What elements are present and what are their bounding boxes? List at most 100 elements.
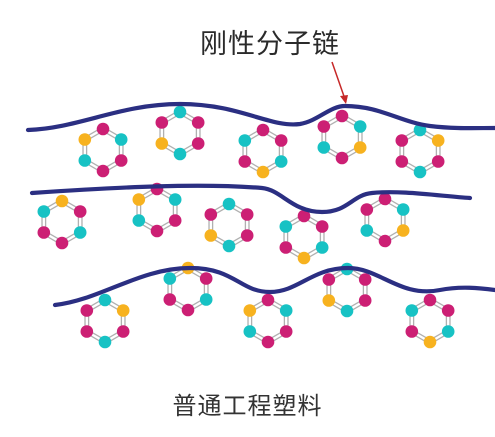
atom-magenta: [96, 122, 110, 136]
atom-cyan: [132, 214, 146, 227]
atom-orange: [396, 224, 410, 237]
benzene-ring: [132, 182, 182, 238]
atom-cyan: [340, 304, 354, 318]
atom-cyan: [78, 154, 92, 167]
atom-magenta: [114, 154, 128, 167]
rigid-chain-label: 刚性分子链: [200, 29, 340, 60]
benzene-ring: [37, 194, 87, 250]
atom-cyan: [396, 203, 410, 216]
atom-orange: [353, 141, 367, 154]
atom-cyan: [405, 304, 419, 317]
atom-magenta: [191, 137, 205, 150]
atom-magenta: [256, 123, 270, 137]
benzene-ring: [80, 293, 130, 349]
benzene-ring: [322, 262, 372, 318]
benzene-ring: [155, 105, 205, 161]
atom-cyan: [243, 325, 257, 338]
atom-cyan: [441, 325, 455, 338]
molecular-chain: [52, 265, 495, 308]
atom-cyan: [238, 134, 252, 147]
atom-cyan: [114, 133, 128, 146]
benzene-ring: [238, 123, 288, 179]
atom-cyan: [353, 120, 367, 133]
atom-magenta: [315, 220, 329, 233]
atom-orange: [431, 134, 445, 147]
atom-cyan: [222, 197, 236, 211]
atom-cyan: [173, 147, 187, 161]
atom-magenta: [297, 209, 311, 223]
atom-magenta: [55, 236, 69, 250]
atom-magenta: [181, 303, 195, 317]
atom-cyan: [98, 335, 112, 349]
atom-magenta: [168, 214, 182, 227]
label-pointer: [331, 61, 348, 104]
atom-cyan: [279, 220, 293, 233]
atom-orange: [55, 194, 69, 208]
atom-orange: [256, 165, 270, 179]
atom-orange: [132, 193, 146, 206]
atom-magenta: [150, 224, 164, 238]
atom-cyan: [37, 205, 51, 218]
benzene-ring: [360, 192, 410, 248]
atom-magenta: [199, 272, 213, 285]
atom-orange: [322, 294, 336, 307]
atom-magenta: [240, 208, 254, 221]
benzene-ring: [279, 209, 329, 265]
atom-magenta: [274, 134, 288, 147]
atom-magenta: [261, 335, 275, 349]
molecular-chains: [25, 101, 495, 308]
atom-magenta: [395, 134, 409, 147]
atom-magenta: [73, 205, 87, 218]
atom-magenta: [431, 155, 445, 168]
atom-cyan: [222, 239, 236, 253]
atom-orange: [204, 229, 218, 242]
atom-magenta: [360, 203, 374, 216]
atom-magenta: [238, 155, 252, 168]
benzene-ring: [317, 109, 367, 165]
atom-magenta: [378, 234, 392, 248]
pointer-line: [331, 61, 347, 103]
atom-orange: [423, 335, 437, 349]
atom-orange: [78, 133, 92, 146]
atom-cyan: [163, 272, 177, 285]
atom-magenta: [335, 151, 349, 165]
atom-cyan: [199, 293, 213, 306]
atom-orange: [155, 137, 169, 150]
atom-magenta: [423, 293, 437, 307]
atom-cyan: [168, 193, 182, 206]
benzene-ring: [243, 293, 293, 349]
atom-magenta: [96, 164, 110, 178]
atom-magenta: [80, 325, 94, 338]
atom-magenta: [155, 116, 169, 129]
atom-magenta: [116, 325, 130, 338]
atom-magenta: [261, 293, 275, 307]
atom-cyan: [73, 226, 87, 239]
caption-engineering-plastics: 普通工程塑料: [172, 392, 323, 420]
atom-magenta: [358, 294, 372, 307]
atom-cyan: [360, 224, 374, 237]
atom-cyan: [315, 241, 329, 254]
atom-magenta: [37, 226, 51, 239]
atom-magenta: [358, 273, 372, 286]
atom-magenta: [405, 325, 419, 338]
atom-magenta: [240, 229, 254, 242]
benzene-ring: [163, 261, 213, 317]
molecular-chain: [25, 101, 495, 133]
atom-cyan: [413, 165, 427, 179]
atom-cyan: [279, 304, 293, 317]
atom-cyan: [173, 105, 187, 119]
benzene-ring: [405, 293, 455, 349]
benzene-rings: [37, 105, 455, 349]
atom-magenta: [191, 116, 205, 129]
atom-magenta: [378, 192, 392, 206]
atom-magenta: [163, 293, 177, 306]
atom-cyan: [98, 293, 112, 307]
atom-magenta: [322, 273, 336, 286]
molecular-chain: [29, 183, 473, 215]
atom-magenta: [335, 109, 349, 123]
benzene-ring: [78, 122, 128, 178]
atom-cyan: [317, 141, 331, 154]
atom-magenta: [279, 241, 293, 254]
atom-orange: [116, 304, 130, 317]
